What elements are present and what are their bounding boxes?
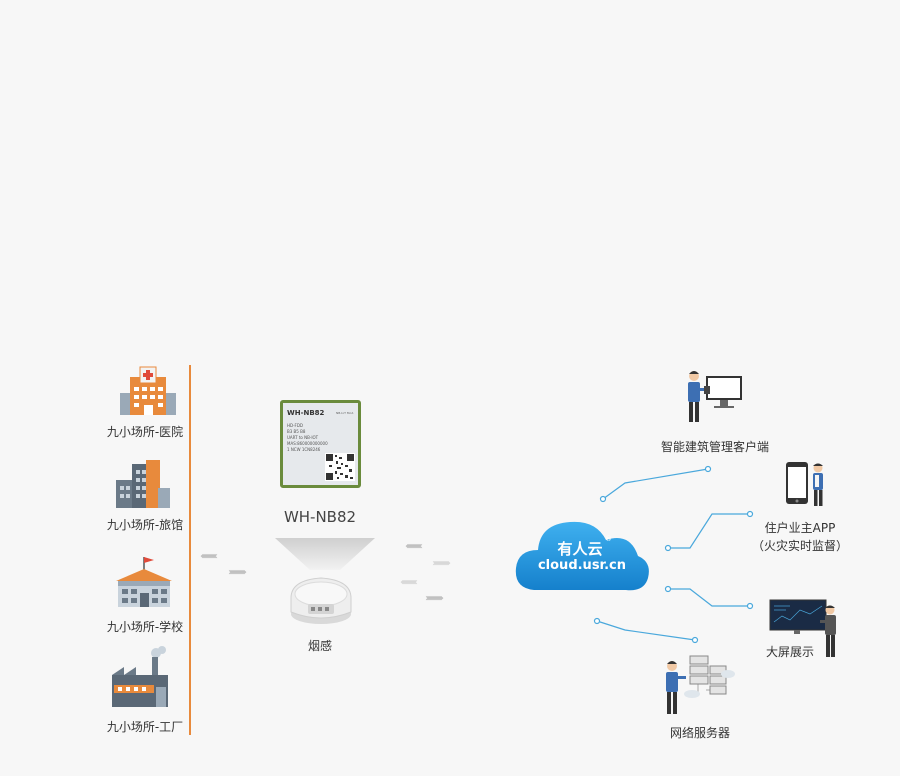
venue-school: 九小场所-学校 <box>100 555 190 635</box>
chip-line: B3 B5 B8 <box>287 429 306 434</box>
cloud-registered-mark: ® <box>605 535 612 543</box>
server-icon <box>666 655 735 714</box>
connector-server <box>596 620 696 641</box>
connector-client <box>602 468 709 500</box>
chip-line: MAS:860000000000 <box>287 441 328 446</box>
chip-tag: NB-IoT Mod. <box>336 411 355 415</box>
client-management: 智能建筑管理客户端 <box>640 368 790 454</box>
client-sublabel: （火灾实时监督） <box>751 539 848 553</box>
cloud-title: 有人云 <box>557 540 603 558</box>
client-label: 住户业主APP <box>764 521 836 535</box>
connector-app <box>668 513 750 549</box>
smoke-label: 烟感 <box>307 639 332 653</box>
chip-line: 1 NCW 1CN8246 <box>287 447 321 452</box>
hotel-icon <box>116 460 170 508</box>
client-label: 网络服务器 <box>669 726 730 740</box>
client-big-screen: 大屏展示 <box>740 598 850 663</box>
arrow-stream-right: ›››››››››››››››› <box>228 567 247 578</box>
beam <box>275 538 375 570</box>
arrow-stream-right: ›››››››››››››››› <box>432 558 451 569</box>
chip-line: HD-FDD <box>287 423 303 428</box>
module-label: WH-NB82 <box>283 508 357 526</box>
chip-line: UART to NB-IOT <box>287 435 319 440</box>
venue-label: 九小场所-旅馆 <box>106 518 184 532</box>
cloud-url: cloud.usr.cn <box>537 558 627 573</box>
arrow-stream-right: ›››››››››››››››› <box>425 593 444 604</box>
divider <box>189 365 191 735</box>
venue-hotel: 九小场所-旅馆 <box>100 458 190 533</box>
phone-user-icon <box>786 462 823 506</box>
chip-model: WH-NB82 <box>287 409 325 417</box>
venue-label: 九小场所-学校 <box>106 620 184 634</box>
client-label: 大屏展示 <box>765 645 814 659</box>
big-screen-icon <box>769 599 836 657</box>
venue-label: 九小场所-医院 <box>106 425 184 439</box>
client-resident-app: 住户业主APP （火灾实时监督） <box>740 460 860 555</box>
venue-label: 九小场所-工厂 <box>106 720 184 734</box>
connector-screen <box>668 588 750 607</box>
client-label: 智能建筑管理客户端 <box>660 440 769 454</box>
arrow-stream-left: ‹‹‹‹‹‹‹‹‹‹‹‹‹‹‹ <box>405 541 423 552</box>
qr-code-icon <box>325 453 355 481</box>
module-chip: WH-NB82 NB-IoT Mod. HD-FDD B3 B5 B8 UART… <box>280 400 361 488</box>
school-icon <box>116 557 172 607</box>
venue-hospital: 九小场所-医院 <box>100 365 190 440</box>
smoke-detector-icon <box>290 577 352 624</box>
arrow-stream-left: ‹‹‹‹‹‹‹‹‹‹‹‹‹‹‹ <box>400 577 418 588</box>
client-network-server: 网络服务器 <box>640 652 760 742</box>
hospital-icon <box>120 366 176 415</box>
factory-icon <box>112 646 168 707</box>
venue-factory: 九小场所-工厂 <box>100 645 190 735</box>
monitor-user-icon <box>688 371 742 422</box>
cloud-icon <box>515 521 649 591</box>
arrow-stream-left: ‹‹‹‹‹‹‹‹‹‹‹‹‹‹‹ <box>200 551 218 562</box>
